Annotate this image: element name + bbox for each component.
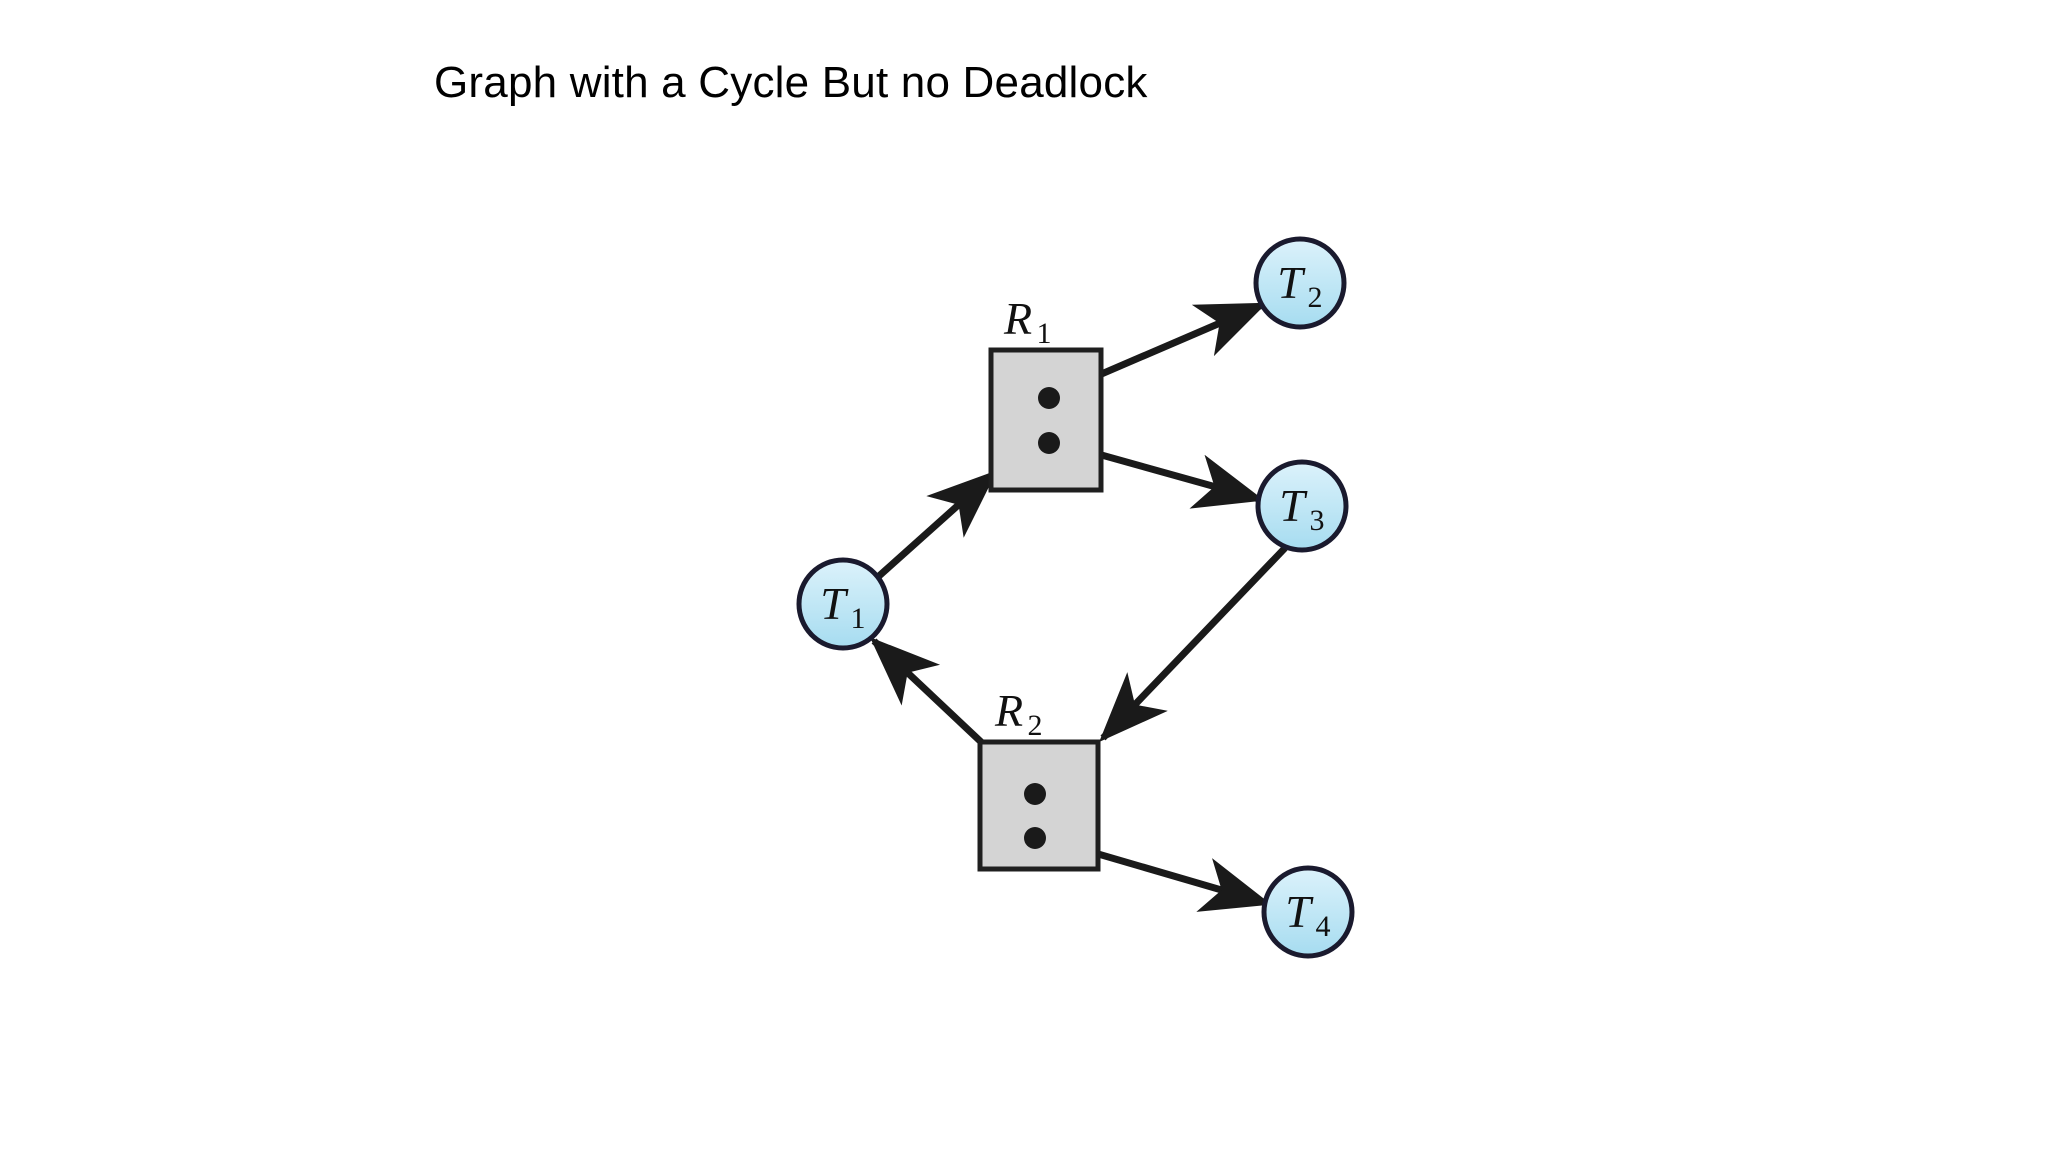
edge-t3-to-r2[interactable] <box>1099 545 1288 743</box>
thread-node-t4[interactable]: T 4 <box>1261 865 1355 959</box>
thread-circle-t3[interactable] <box>1255 459 1349 553</box>
resource-node-r2[interactable]: R 2 <box>977 685 1101 872</box>
thread-node-t1[interactable]: T 1 <box>796 557 890 651</box>
thread-label-t2-subscript: 2 <box>1308 281 1323 314</box>
thread-circle-t1[interactable] <box>796 557 890 651</box>
thread-label-t4-subscript: 4 <box>1316 910 1331 943</box>
thread-circle-t4[interactable] <box>1261 865 1355 959</box>
resource-box-r2[interactable] <box>977 739 1101 872</box>
thread-node-t3[interactable]: T 3 <box>1255 459 1349 553</box>
resource-instance-dot <box>1038 387 1060 409</box>
thread-label-t1: T <box>820 578 849 629</box>
resource-box-r1[interactable] <box>988 347 1104 493</box>
resource-label-r1: R <box>1003 293 1032 344</box>
thread-label-t1-subscript: 1 <box>851 602 866 635</box>
resource-label-r1-subscript: 1 <box>1037 317 1052 350</box>
resource-label-r2: R <box>994 685 1023 736</box>
thread-label-t3-subscript: 3 <box>1310 504 1325 537</box>
thread-label-t4: T <box>1285 886 1314 937</box>
thread-node-t2[interactable]: T 2 <box>1253 236 1347 330</box>
thread-circle-t2[interactable] <box>1253 236 1347 330</box>
resource-instance-dot <box>1038 432 1060 454</box>
page-title: Graph with a Cycle But no Deadlock <box>434 58 1148 107</box>
thread-label-t3: T <box>1279 480 1308 531</box>
resource-instance-dot <box>1024 783 1046 805</box>
resource-instance-dot <box>1024 827 1046 849</box>
thread-label-t2: T <box>1277 257 1306 308</box>
resource-node-r1[interactable]: R 1 <box>988 293 1104 493</box>
edge-t1-to-r1[interactable] <box>876 470 998 579</box>
resource-label-r2-subscript: 2 <box>1028 709 1043 742</box>
